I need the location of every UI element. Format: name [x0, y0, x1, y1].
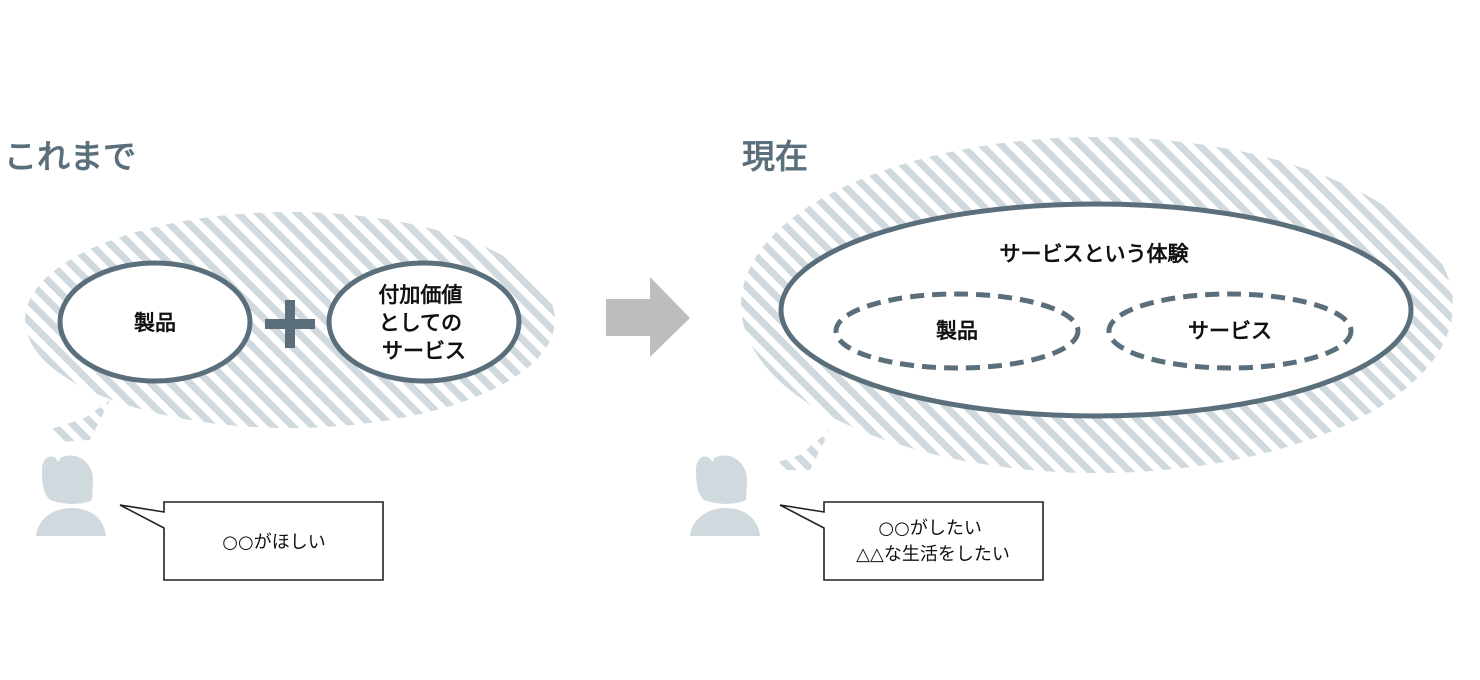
now-speech-line-1: ○○がしたい [878, 518, 981, 539]
now-speech-line-2: △△な生活をしたい [856, 544, 1010, 565]
before-speech-text: ○○がほしい [222, 532, 325, 553]
before-product-ellipse [57, 260, 253, 384]
now-product-ellipse [833, 291, 1081, 371]
before-service-ellipse [326, 260, 522, 384]
now-service-label: サービス [1188, 319, 1272, 343]
now-service-ellipse [1106, 291, 1354, 371]
arrow-right-icon [606, 277, 690, 357]
now-speech-text: ○○がしたい △△な生活をしたい [856, 518, 1010, 565]
plus-icon [265, 300, 315, 348]
now-product-label: 製品 [935, 319, 978, 343]
before-product-label: 製品 [133, 311, 176, 335]
now-speech-bubble [779, 501, 1044, 581]
now-title: 現在 [742, 137, 808, 176]
before-service-label: 付加価値 としての サービス [378, 283, 469, 363]
person-icon [36, 455, 106, 536]
before-title: これまで [4, 137, 136, 176]
person-icon [690, 455, 760, 536]
now-experience-label: サービスという体験 [1000, 242, 1190, 266]
before-speech-bubble [119, 501, 384, 581]
before-service-line-3: サービス [382, 339, 466, 363]
before-service-line-1: 付加価値 [378, 283, 462, 307]
before-service-line-2: としての [379, 311, 462, 335]
